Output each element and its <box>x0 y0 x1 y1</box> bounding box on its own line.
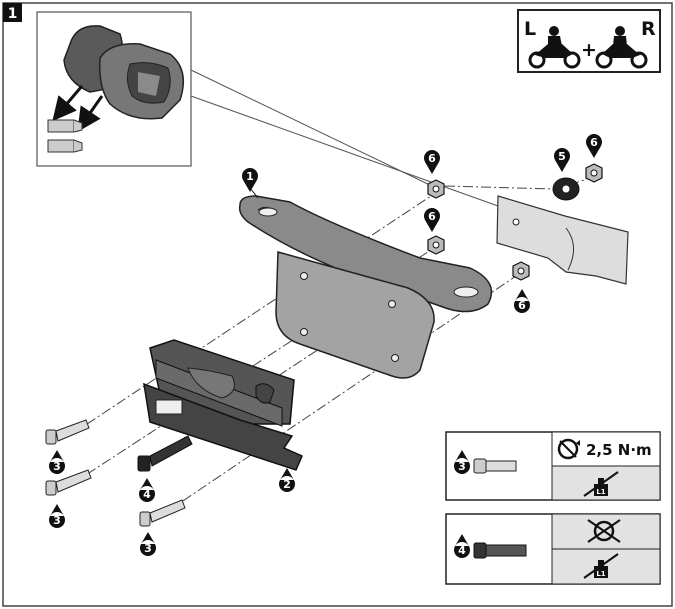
callout-washer: 5 <box>554 148 570 172</box>
legend-box-no-torque: 4 L1 <box>445 513 661 585</box>
no-threadlock-icon-2: L1 <box>583 553 619 579</box>
frame-mount <box>496 195 629 285</box>
callout-bolt-short-1: 3 <box>49 450 65 474</box>
bolt-long <box>137 435 193 472</box>
nut-lower <box>512 261 530 281</box>
callout-bolt-short-2: 3 <box>49 504 65 528</box>
callout-bracket: 1 <box>242 168 259 199</box>
clip-icon <box>47 119 83 153</box>
threadlock-label-2: L1 <box>596 570 605 578</box>
callout-label-6c: 6 <box>428 210 436 223</box>
no-torque-icon <box>587 519 621 543</box>
legend-box-torque: 3 2,5 N·m L1 <box>445 431 661 501</box>
bracket-part <box>238 195 493 313</box>
nut-right <box>585 163 603 183</box>
step-number-box: 1 <box>3 3 22 22</box>
legend2-bolt-icon <box>473 542 527 559</box>
side-badge: L R + <box>517 9 661 73</box>
step-number: 1 <box>8 6 18 22</box>
torque-value: 2,5 N·m <box>586 441 652 459</box>
callout-label-5: 5 <box>558 150 566 163</box>
washer <box>552 177 580 201</box>
callout-label-3a: 3 <box>53 460 61 473</box>
saddlebag-icon <box>63 25 185 120</box>
callout-label-6a: 6 <box>590 136 598 149</box>
legend2-part-label: 4 <box>458 544 466 557</box>
callout-nut-middle: 6 <box>424 208 440 232</box>
removal-arrows <box>52 85 104 132</box>
bolt-short-top <box>45 419 90 445</box>
motorcycle-right-icon <box>595 26 648 69</box>
callout-nut-lower: 6 <box>514 289 530 313</box>
nut-upper <box>427 179 445 199</box>
callout-nut-upper: 6 <box>424 150 440 174</box>
base-part <box>143 339 303 471</box>
side-right-label: R <box>641 18 656 40</box>
callout-base: 2 <box>279 468 295 492</box>
side-left-label: L <box>524 18 536 40</box>
torque-wrench-icon <box>557 438 580 460</box>
bolt-short-middle <box>45 469 92 496</box>
callout-label-4: 4 <box>143 488 151 501</box>
threadlock-label-1: L1 <box>596 488 605 496</box>
legend1-bolt-icon <box>473 458 517 474</box>
callout-label-2: 2 <box>283 478 291 491</box>
legend1-part-label: 3 <box>458 460 466 473</box>
nut-middle <box>427 235 445 255</box>
callout-bolt-short-3: 3 <box>140 532 156 556</box>
callout-label-1: 1 <box>246 170 254 183</box>
bolt-short-bottom <box>139 499 186 527</box>
mounting-plate <box>275 251 435 379</box>
callout-label-6b: 6 <box>428 152 436 165</box>
callout-label-3c: 3 <box>144 542 152 555</box>
no-threadlock-icon-1: L1 <box>583 471 619 497</box>
callout-bolt-long: 4 <box>139 478 155 502</box>
callout-nut-right: 6 <box>586 134 602 158</box>
callout-label-6d: 6 <box>518 299 526 312</box>
saddlebag-inset <box>36 11 499 207</box>
motorcycle-left-icon <box>528 26 581 69</box>
callout-label-3b: 3 <box>53 514 61 527</box>
side-plus-label: + <box>581 39 597 61</box>
